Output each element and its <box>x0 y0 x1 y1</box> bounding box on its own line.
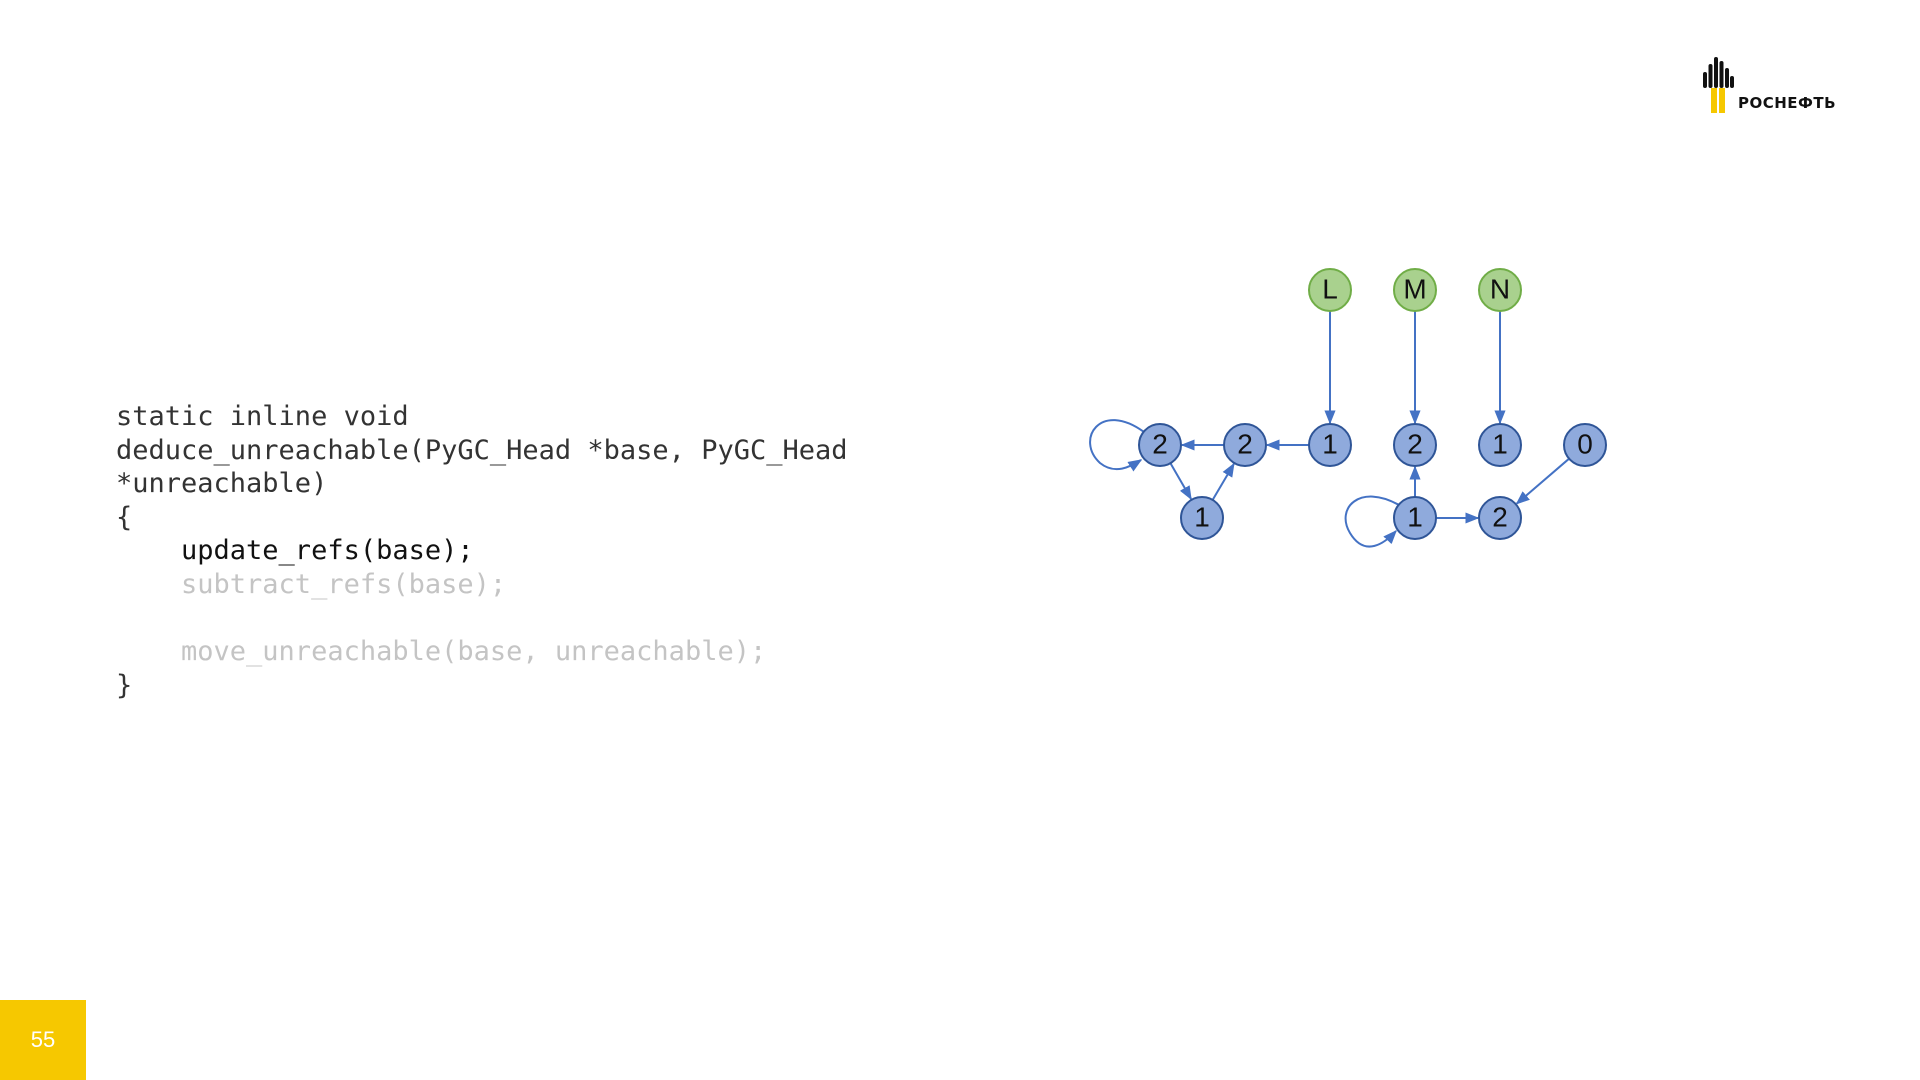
refcount-graph: L M N 2 2 1 1 2 1 0 1 2 <box>1089 268 1607 548</box>
code-line: update_refs(base); <box>116 535 474 567</box>
graph-node-circle <box>1478 496 1522 540</box>
graph-edge <box>1169 462 1192 501</box>
graph-node-label: 2 <box>1152 428 1168 459</box>
graph-node: 1 <box>1478 423 1522 467</box>
graph-node-label: 1 <box>1407 501 1423 532</box>
graph-node: 2 <box>1393 423 1437 467</box>
graph-edge <box>1211 462 1235 501</box>
graph-edge <box>1344 495 1400 548</box>
root-node-label: M <box>1403 273 1426 304</box>
logo-text: РОСНЕФТЬ <box>1738 94 1837 112</box>
graph-node: 1 <box>1180 496 1224 540</box>
graph-node: 2 <box>1223 423 1267 467</box>
graph-node-circle <box>1223 423 1267 467</box>
root-node: M <box>1393 268 1437 312</box>
code-line: move_unreachable(base, unreachable); <box>116 636 767 668</box>
code-line: deduce_unreachable(PyGC_Head *base, PyGC… <box>116 434 848 466</box>
graph-node-label: 0 <box>1577 428 1593 459</box>
root-node-label: L <box>1322 273 1338 304</box>
graph-node-label: 2 <box>1492 501 1508 532</box>
root-node-circle <box>1393 268 1437 312</box>
graph-node: 2 <box>1478 496 1522 540</box>
code-line: static inline void <box>116 401 409 432</box>
code-line: subtract_refs(base); <box>116 568 507 600</box>
rosneft-emblem-icon <box>1703 57 1734 113</box>
code-line: *unreachable) <box>116 468 328 500</box>
root-node: L <box>1308 268 1352 312</box>
graph-node-circle <box>1563 423 1607 467</box>
code-line <box>116 602 848 636</box>
graph-node: 0 <box>1563 423 1607 467</box>
graph-node-circle <box>1478 423 1522 467</box>
graph-edge <box>1515 457 1570 505</box>
code-line: { <box>116 501 133 533</box>
graph-node-circle <box>1393 423 1437 467</box>
root-node: N <box>1478 268 1522 312</box>
graph-node-circle <box>1180 496 1224 540</box>
graph-node-label: 1 <box>1492 428 1508 459</box>
graph-node-label: 2 <box>1407 428 1423 459</box>
graph-node-label: 1 <box>1322 428 1338 459</box>
graph-node: 2 <box>1138 423 1182 467</box>
graph-node: 1 <box>1308 423 1352 467</box>
rosneft-logo: РОСНЕФТЬ <box>1700 56 1880 116</box>
root-node-circle <box>1308 268 1352 312</box>
root-node-label: N <box>1490 273 1510 304</box>
graph-node-label: 1 <box>1194 501 1210 532</box>
code-line: } <box>116 669 133 701</box>
graph-node-circle <box>1308 423 1352 467</box>
graph-node-circle <box>1393 496 1437 540</box>
graph-edge <box>1089 419 1145 472</box>
graph-node-label: 2 <box>1237 428 1253 459</box>
root-node-circle <box>1478 268 1522 312</box>
graph-node: 1 <box>1393 496 1437 540</box>
graph-node-circle <box>1138 423 1182 467</box>
page-number: 55 <box>0 1000 86 1080</box>
